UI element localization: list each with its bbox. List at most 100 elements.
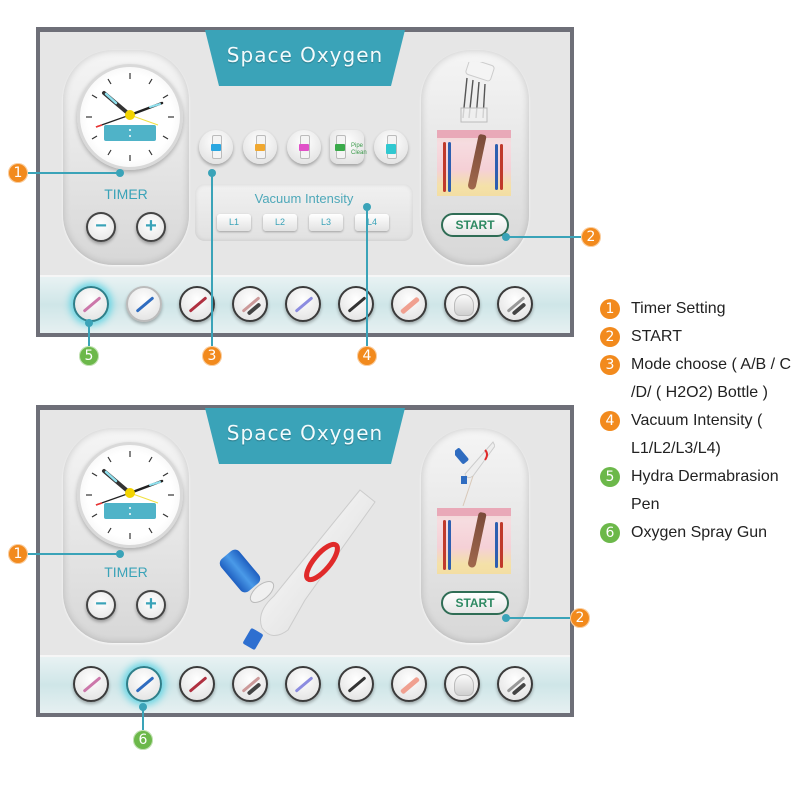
treatment-module: START	[421, 50, 529, 265]
skin-diagram-icon	[437, 508, 511, 574]
callout-badge-4: 4	[357, 346, 377, 366]
callout-badge-5: 5	[79, 346, 99, 366]
tool-cold-hammer[interactable]	[391, 286, 427, 322]
pipe-clean-label: Pipe Clean	[351, 143, 367, 156]
legend: 1 Timer Setting 2 START 3 Mode choose ( A/B…	[600, 295, 800, 547]
vacuum-intensity-panel: Vacuum Intensity L1 L2 L3 L4	[195, 184, 413, 241]
callout-dot-4	[363, 203, 371, 211]
callout-dot-2	[502, 614, 510, 622]
timer-module: TIMER − +	[63, 428, 189, 643]
vacuum-level-l1-button[interactable]: L1	[217, 214, 251, 231]
skin-diagram-icon	[437, 130, 511, 196]
legend-label: Oxygen Spray Gun	[631, 524, 768, 541]
legend-label: Timer Setting	[631, 300, 726, 317]
bottle-h2o2-button[interactable]	[374, 130, 408, 164]
timer-decrease-button[interactable]: −	[86, 590, 116, 620]
spray-gun-mini-icon	[455, 441, 495, 506]
handpiece-tray	[40, 655, 570, 713]
scrubber-head-icon	[460, 62, 495, 123]
tool-cold-hammer[interactable]	[391, 666, 427, 702]
legend-item-timer-setting: 1 Timer Setting	[600, 295, 800, 323]
tool-bio-dome[interactable]	[444, 286, 480, 322]
callout-badge-3: 3	[202, 346, 222, 366]
tool-bio-dome[interactable]	[444, 666, 480, 702]
callout-dot-5	[85, 319, 93, 327]
callout-line-4	[366, 207, 368, 356]
legend-item-start: 2 START	[600, 323, 800, 351]
callout-line-2	[506, 617, 580, 619]
tool-oxygen-spray-gun[interactable]	[126, 666, 162, 702]
clock-icon	[77, 442, 183, 548]
tool-microcurrent-pen[interactable]	[179, 286, 215, 322]
callout-dot-1	[116, 169, 124, 177]
bottle-d-pipe-clean-button[interactable]: Pipe Clean	[330, 130, 367, 164]
callout-line-2	[506, 236, 591, 238]
callout-line-1	[18, 553, 119, 555]
app-title: Space Oxygen	[226, 43, 384, 67]
timer-module: TIMER − +	[63, 50, 189, 265]
legend-label: Vacuum Intensity ( L1/L2/L3/L4)	[631, 412, 763, 457]
callout-badge-2: 2	[570, 608, 590, 628]
legend-badge: 5	[600, 467, 620, 487]
tool-oxygen-spray-gun[interactable]	[126, 286, 162, 322]
title-banner: Space Oxygen	[205, 408, 405, 464]
timer-increase-button[interactable]: +	[136, 590, 166, 620]
vacuum-intensity-label: Vacuum Intensity	[254, 191, 354, 206]
callout-badge-1: 1	[8, 544, 28, 564]
start-button[interactable]: START	[441, 591, 509, 615]
vacuum-level-l4-button[interactable]: L4	[355, 214, 389, 231]
vacuum-level-l2-button[interactable]: L2	[263, 214, 297, 231]
bottle-b-button[interactable]	[243, 130, 277, 164]
legend-badge: 4	[600, 411, 620, 431]
callout-dot-3	[208, 169, 216, 177]
callout-badge-1: 1	[8, 163, 28, 183]
tool-hydra-pen[interactable]	[73, 286, 109, 322]
mode-bottle-selector: Pipe Clean	[197, 130, 408, 170]
tool-rf-pen[interactable]	[338, 286, 374, 322]
treatment-module: START	[421, 428, 529, 643]
legend-label: Hydra Dermabrasion Pen	[631, 468, 779, 513]
legend-badge: 1	[600, 299, 620, 319]
callout-dot-2	[502, 233, 510, 241]
timer-label: TIMER	[104, 564, 148, 580]
callout-line-3	[211, 173, 213, 356]
callout-line-5	[88, 323, 90, 356]
vacuum-level-l3-button[interactable]: L3	[309, 214, 343, 231]
legend-item-vacuum-intensity: 4 Vacuum Intensity ( L1/L2/L3/L4)	[600, 407, 800, 463]
tool-dual-probe[interactable]	[232, 666, 268, 702]
legend-badge: 2	[600, 327, 620, 347]
tool-hydra-pen[interactable]	[73, 666, 109, 702]
oxygen-spray-gun-image	[219, 489, 376, 650]
tool-ultrasonic-pen[interactable]	[285, 286, 321, 322]
control-panel-1: Space Oxygen	[36, 27, 574, 337]
bottle-a-button[interactable]	[199, 130, 233, 164]
tool-scrubber-pen[interactable]	[497, 666, 533, 702]
timer-decrease-button[interactable]: −	[86, 212, 116, 242]
tool-microcurrent-pen[interactable]	[179, 666, 215, 702]
legend-label: Mode choose ( A/B / C /D/ ( H2O2) Bottle…	[631, 356, 792, 401]
control-panel-2: Space Oxygen	[36, 405, 574, 717]
legend-label: START	[631, 328, 682, 345]
legend-item-mode-choose: 3 Mode choose ( A/B / C /D/ ( H2O2) Bottl…	[600, 351, 800, 407]
tool-rf-pen[interactable]	[338, 666, 374, 702]
tool-ultrasonic-pen[interactable]	[285, 666, 321, 702]
callout-badge-6: 6	[133, 730, 153, 750]
title-banner: Space Oxygen	[205, 30, 405, 86]
legend-item-hydra-pen: 5 Hydra Dermabrasion Pen	[600, 463, 800, 519]
callout-line-6	[142, 707, 144, 740]
start-button[interactable]: START	[441, 213, 509, 237]
timer-label: TIMER	[104, 186, 148, 202]
clock-icon	[77, 64, 183, 170]
callout-dot-6	[139, 703, 147, 711]
legend-badge: 3	[600, 355, 620, 375]
bottle-c-button[interactable]	[287, 130, 321, 164]
handpiece-tray	[40, 275, 570, 333]
callout-badge-2: 2	[581, 227, 601, 247]
tool-dual-probe[interactable]	[232, 286, 268, 322]
tool-scrubber-pen[interactable]	[497, 286, 533, 322]
callout-line-1	[18, 172, 119, 174]
timer-increase-button[interactable]: +	[136, 212, 166, 242]
callout-dot-1	[116, 550, 124, 558]
app-title: Space Oxygen	[226, 421, 384, 445]
